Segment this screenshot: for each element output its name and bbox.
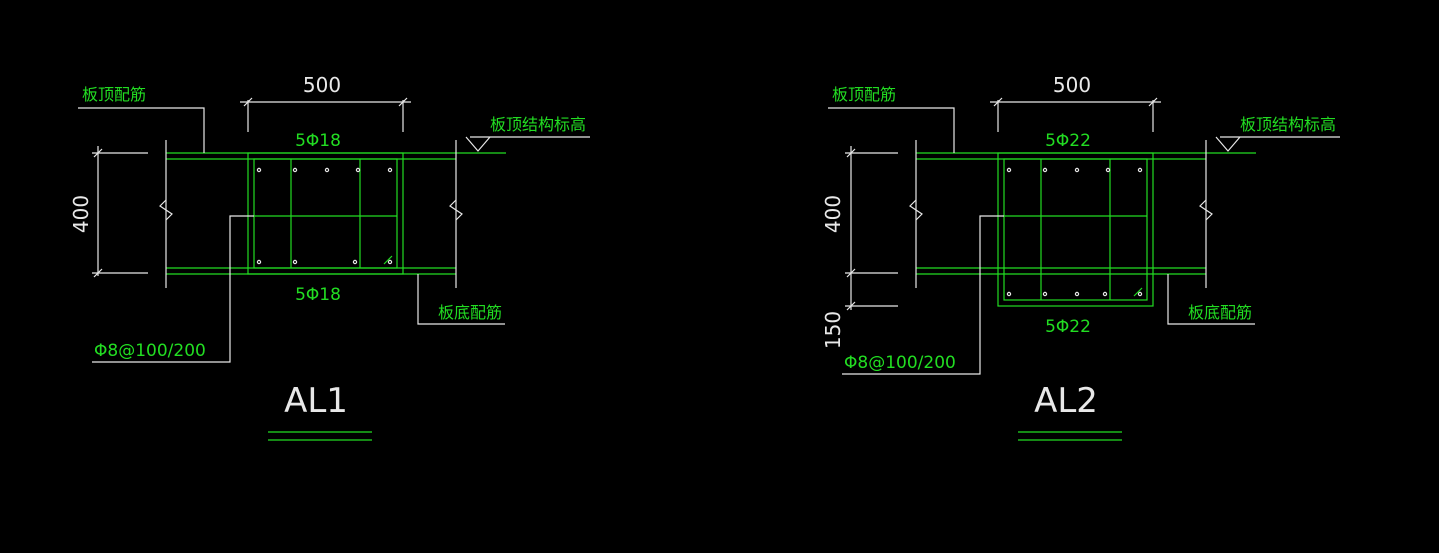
height-dimension: 400 (69, 146, 148, 278)
width-dimension: 500 (990, 73, 1161, 132)
height-dim-text: 400 (821, 195, 845, 233)
top-bars-label: 5Φ22 (1045, 131, 1091, 151)
height-dim-text: 400 (69, 195, 93, 233)
slab-top-level-callout: 板顶结构标高 (465, 115, 590, 152)
slab-top-rebar-callout: 板顶配筋 (78, 85, 205, 153)
stirrup-callout: Φ8@100/200 (842, 215, 1004, 375)
slab-top-level-label: 板顶结构标高 (1240, 115, 1336, 134)
slab-top-rebar-callout: 板顶配筋 (828, 85, 955, 153)
rebar-dots (256, 167, 393, 265)
slab-top-level-label: 板顶结构标高 (490, 115, 586, 134)
beam-section (997, 152, 1154, 307)
slab-bottom-rebar-callout: 板底配筋 (417, 274, 505, 325)
width-dimension: 500 (240, 73, 411, 132)
beam-section (247, 152, 404, 275)
stirrup-label: Φ8@100/200 (94, 341, 206, 361)
detail-al2: 500 400 150 (821, 73, 1340, 441)
slab-lines (909, 140, 1256, 288)
slab-top-rebar-label: 板顶配筋 (832, 85, 896, 104)
detail-al1: 500 400 (69, 73, 590, 441)
width-dim-text: 500 (303, 73, 341, 97)
rebar-dots (1006, 167, 1143, 297)
slab-bottom-rebar-label: 板底配筋 (1188, 303, 1252, 322)
slab-bottom-rebar-callout: 板底配筋 (1167, 274, 1255, 325)
bottom-bars-label: 5Φ22 (1045, 317, 1091, 337)
detail-title: AL1 (284, 381, 348, 421)
bottom-bars-label: 5Φ18 (295, 285, 341, 305)
slab-top-level-callout: 板顶结构标高 (1215, 115, 1340, 152)
slab-top-rebar-label: 板顶配筋 (82, 85, 146, 104)
stirrup-label: Φ8@100/200 (844, 353, 956, 373)
top-bars-label: 5Φ18 (295, 131, 341, 151)
slab-bottom-rebar-label: 板底配筋 (438, 303, 502, 322)
height-dimension: 400 150 (821, 146, 898, 349)
stirrup-callout: Φ8@100/200 (92, 215, 254, 363)
detail-title: AL2 (1034, 381, 1098, 421)
width-dim-text: 500 (1053, 73, 1091, 97)
extra-dim-text: 150 (821, 311, 845, 349)
slab-lines (159, 140, 506, 288)
